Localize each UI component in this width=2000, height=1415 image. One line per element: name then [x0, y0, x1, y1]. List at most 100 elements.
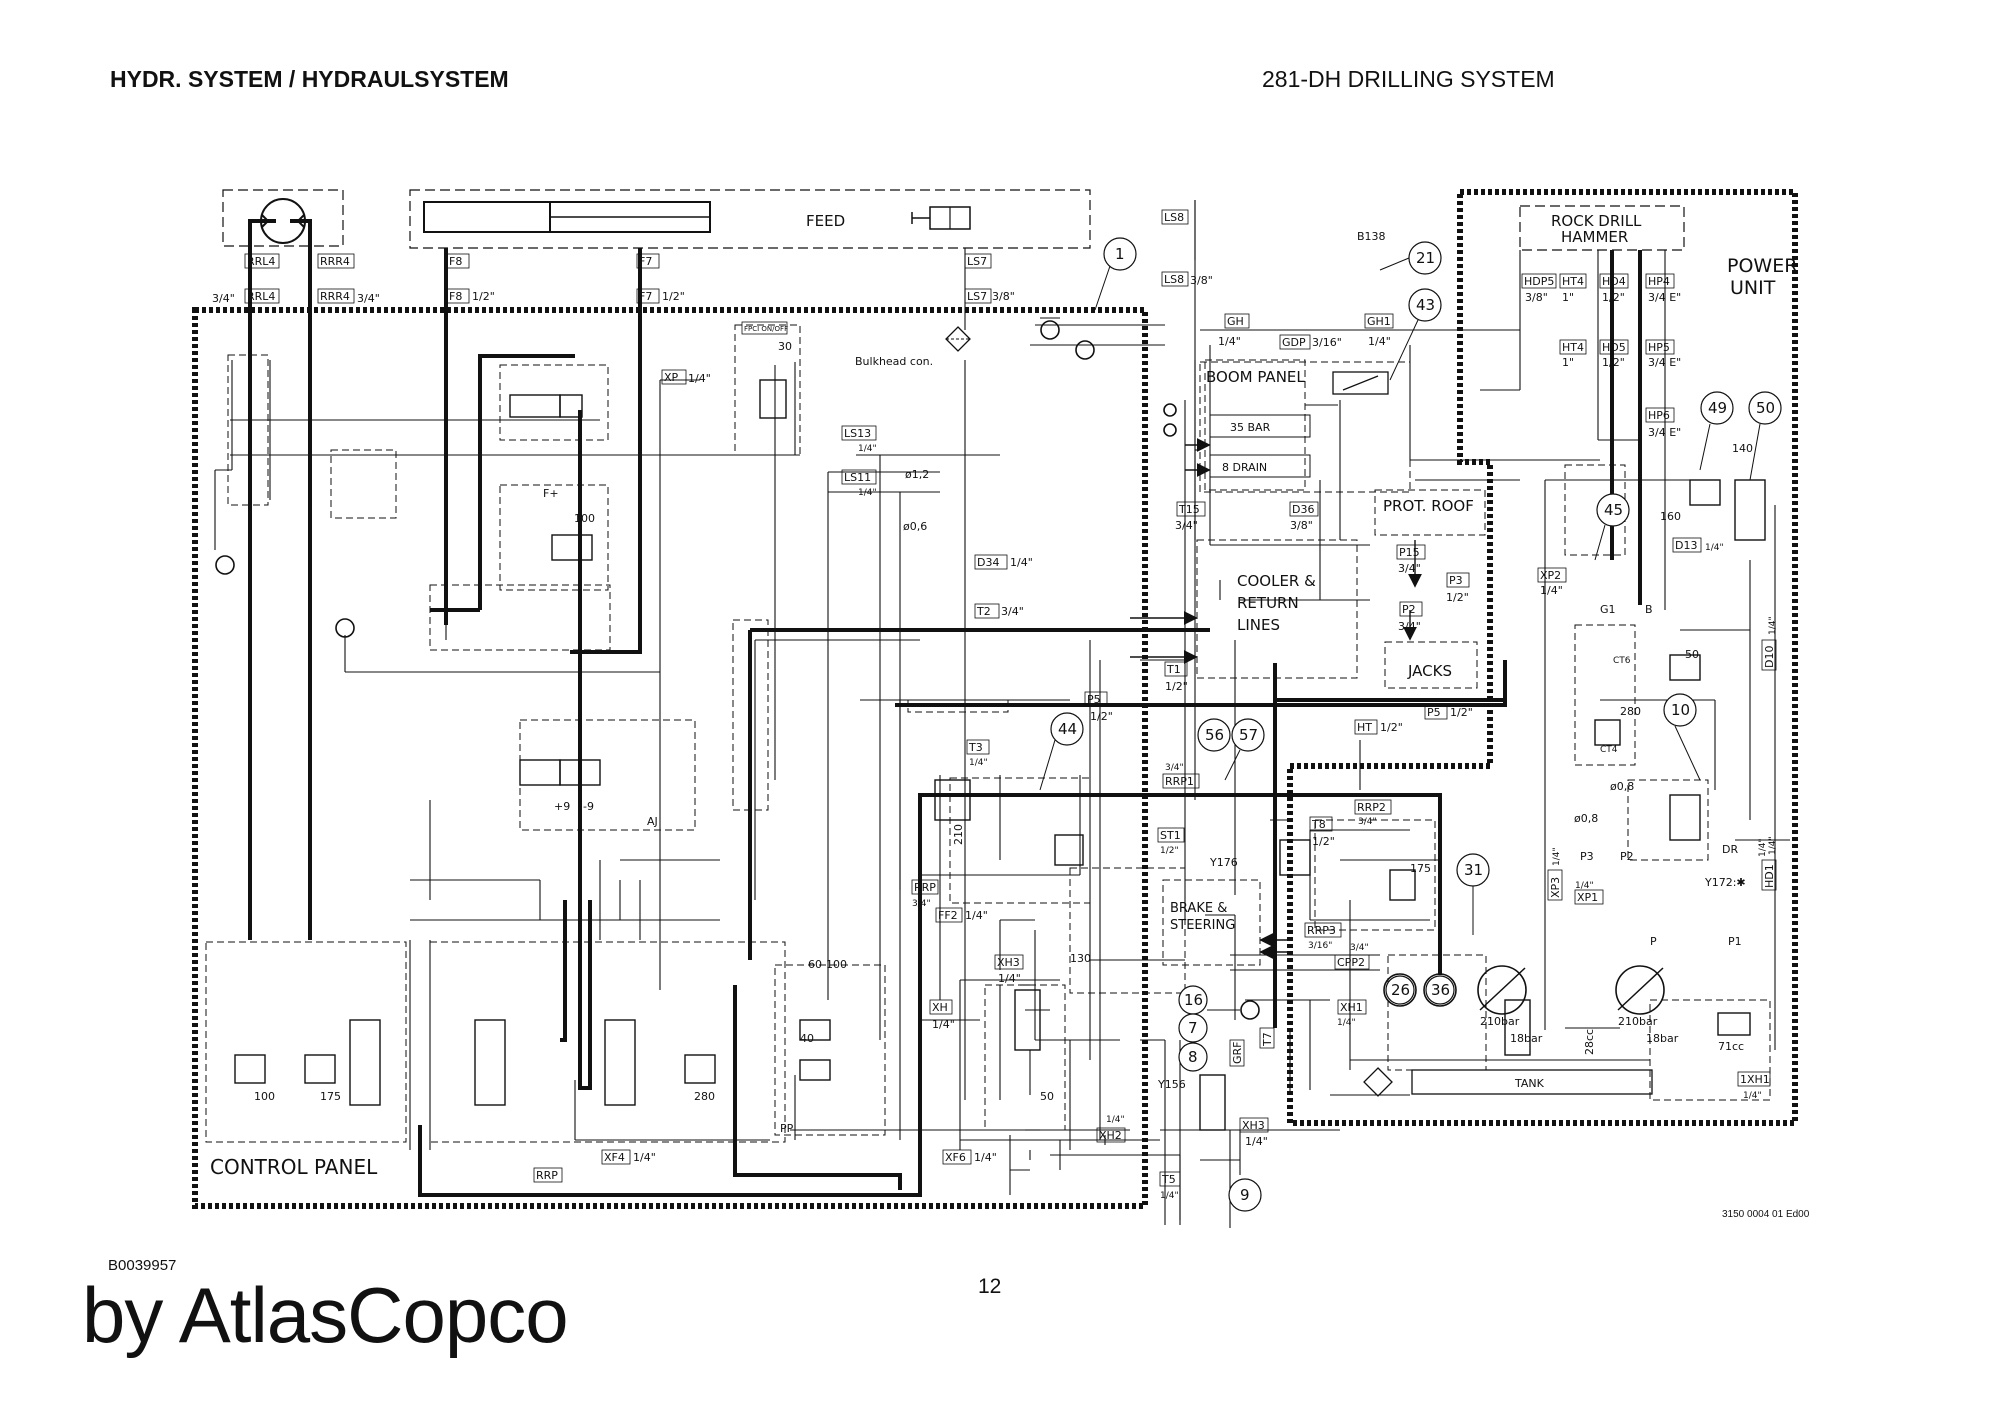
svg-text:60-100: 60-100: [808, 958, 847, 971]
brand-logo-text: by AtlasCopco: [82, 1271, 569, 1359]
svg-text:GRF: GRF: [1231, 1042, 1244, 1065]
svg-text:30: 30: [778, 340, 792, 353]
cooler-label-3: LINES: [1237, 616, 1280, 634]
callout-57: [1231, 718, 1265, 752]
svg-text:3/4 E": 3/4 E": [1648, 356, 1681, 369]
svg-text:P3: P3: [1580, 850, 1594, 863]
callout-9: [1228, 1178, 1262, 1212]
svg-text:16: 16: [1184, 991, 1203, 1009]
svg-text:1/2": 1/2": [1602, 291, 1625, 304]
svg-text:1/4": 1/4": [1106, 1115, 1125, 1125]
svg-text:T15: T15: [1178, 503, 1200, 516]
svg-text:1/4": 1/4": [1743, 1091, 1762, 1101]
boom-panel-box: [1199, 361, 1411, 493]
drain8-label: 8 DRAIN: [1222, 461, 1267, 474]
svg-text:280: 280: [1620, 705, 1641, 718]
svg-text:1/4": 1/4": [1552, 847, 1562, 866]
svg-text:130: 130: [1070, 952, 1091, 965]
svg-text:D13: D13: [1675, 539, 1697, 552]
svg-text:50: 50: [1756, 399, 1775, 417]
svg-text:1/4": 1/4": [1218, 335, 1241, 348]
svg-text:RRP1: RRP1: [1165, 775, 1194, 788]
svg-text:43: 43: [1416, 296, 1435, 314]
svg-text:CT4: CT4: [1600, 745, 1618, 755]
document-title: HYDR. SYSTEM / HYDRAULSYSTEM: [110, 66, 509, 92]
svg-text:3/4": 3/4": [1165, 763, 1184, 773]
svg-text:3/4 E": 3/4 E": [1648, 426, 1681, 439]
svg-text:HDP5: HDP5: [1524, 275, 1554, 288]
callout-50: [1748, 391, 1782, 425]
callout-44: [1050, 712, 1084, 746]
svg-text:1/4": 1/4": [1705, 543, 1724, 553]
boom-panel-label: BOOM PANEL: [1206, 368, 1305, 386]
svg-text:3/4": 3/4": [1175, 519, 1198, 532]
main-pressure-lines: [248, 219, 1642, 1197]
svg-text:HD4: HD4: [1602, 275, 1626, 288]
svg-text:1/4": 1/4": [1160, 1191, 1179, 1201]
svg-text:XP3: XP3: [1549, 877, 1562, 898]
svg-text:XP1: XP1: [1577, 891, 1598, 904]
bulkhead-label: Bulkhead con.: [855, 355, 933, 368]
cooler-label-2: RETURN: [1237, 594, 1299, 612]
svg-text:3/4": 3/4": [1350, 943, 1369, 953]
svg-text:F+: F+: [543, 487, 559, 500]
svg-text:Y176: Y176: [1209, 856, 1238, 869]
svg-text:1/2": 1/2": [1160, 846, 1179, 856]
svg-text:CT6: CT6: [1613, 656, 1631, 666]
svg-text:LS7: LS7: [967, 255, 987, 268]
cooler-label-1: COOLER &: [1237, 572, 1316, 590]
svg-text:57: 57: [1239, 726, 1258, 744]
svg-text:T7: T7: [1261, 1032, 1274, 1047]
tank: [1411, 1069, 1653, 1095]
svg-text:3/4": 3/4": [212, 292, 235, 305]
svg-text:3/4": 3/4": [1398, 620, 1421, 633]
svg-text:56: 56: [1205, 726, 1224, 744]
svg-text:GDP: GDP: [1282, 336, 1306, 349]
prot-roof-box: [1374, 489, 1486, 536]
svg-text:T3: T3: [968, 741, 983, 754]
power-unit-label-1: POWER: [1727, 255, 1797, 277]
svg-text:1/2": 1/2": [1602, 356, 1625, 369]
feed-label: FEED: [806, 212, 845, 230]
svg-text:1/4": 1/4": [1768, 836, 1778, 855]
svg-text:P15: P15: [1399, 546, 1420, 559]
svg-text:100: 100: [574, 512, 595, 525]
document-code: B0039957: [108, 1257, 177, 1274]
power-unit-enclosure: [1287, 189, 1798, 1126]
svg-text:GH1: GH1: [1367, 315, 1391, 328]
svg-text:F8: F8: [449, 255, 462, 268]
svg-text:8: 8: [1188, 1048, 1198, 1066]
port-labels: RRL4 RRR4 F8 F7 LS7 LS8 3/4" RRL4 RRR4 3…: [212, 209, 1778, 1201]
svg-text:XH3: XH3: [997, 956, 1020, 969]
brake-label-2: STEERING: [1170, 918, 1235, 933]
component-outlines: [205, 324, 1771, 1143]
svg-text:HP5: HP5: [1648, 341, 1670, 354]
svg-text:XH: XH: [932, 1001, 948, 1014]
svg-text:1/4": 1/4": [688, 372, 711, 385]
prot-roof-label: PROT. ROOF: [1383, 497, 1474, 515]
callout-1: [1103, 237, 1137, 271]
svg-text:1/4": 1/4": [1768, 616, 1778, 635]
bar35-box: [1209, 414, 1311, 438]
drawing-reference: 3150 0004 01 Ed00: [1722, 1209, 1810, 1220]
svg-text:HT4: HT4: [1562, 275, 1584, 288]
svg-text:HD1: HD1: [1763, 864, 1776, 888]
svg-text:XP: XP: [664, 371, 679, 384]
svg-text:RRP: RRP: [536, 1169, 558, 1182]
svg-text:1/4": 1/4": [633, 1151, 656, 1164]
svg-text:1/2": 1/2": [1312, 835, 1335, 848]
system-title: 281-DH DRILLING SYSTEM: [1262, 66, 1555, 92]
svg-text:50: 50: [1040, 1090, 1054, 1103]
svg-text:LS8: LS8: [1164, 211, 1184, 224]
svg-text:HD5: HD5: [1602, 341, 1626, 354]
svg-text:XH3: XH3: [1242, 1119, 1265, 1132]
svg-text:ø1,2: ø1,2: [905, 468, 929, 481]
svg-text:T5: T5: [1161, 1173, 1176, 1186]
svg-text:1/2": 1/2": [1090, 710, 1113, 723]
svg-text:XH1: XH1: [1340, 1001, 1363, 1014]
jacks-label: JACKS: [1407, 662, 1452, 680]
svg-text:28cc: 28cc: [1583, 1029, 1596, 1055]
svg-text:21: 21: [1416, 249, 1435, 267]
rock-drill-box: [1519, 205, 1685, 251]
